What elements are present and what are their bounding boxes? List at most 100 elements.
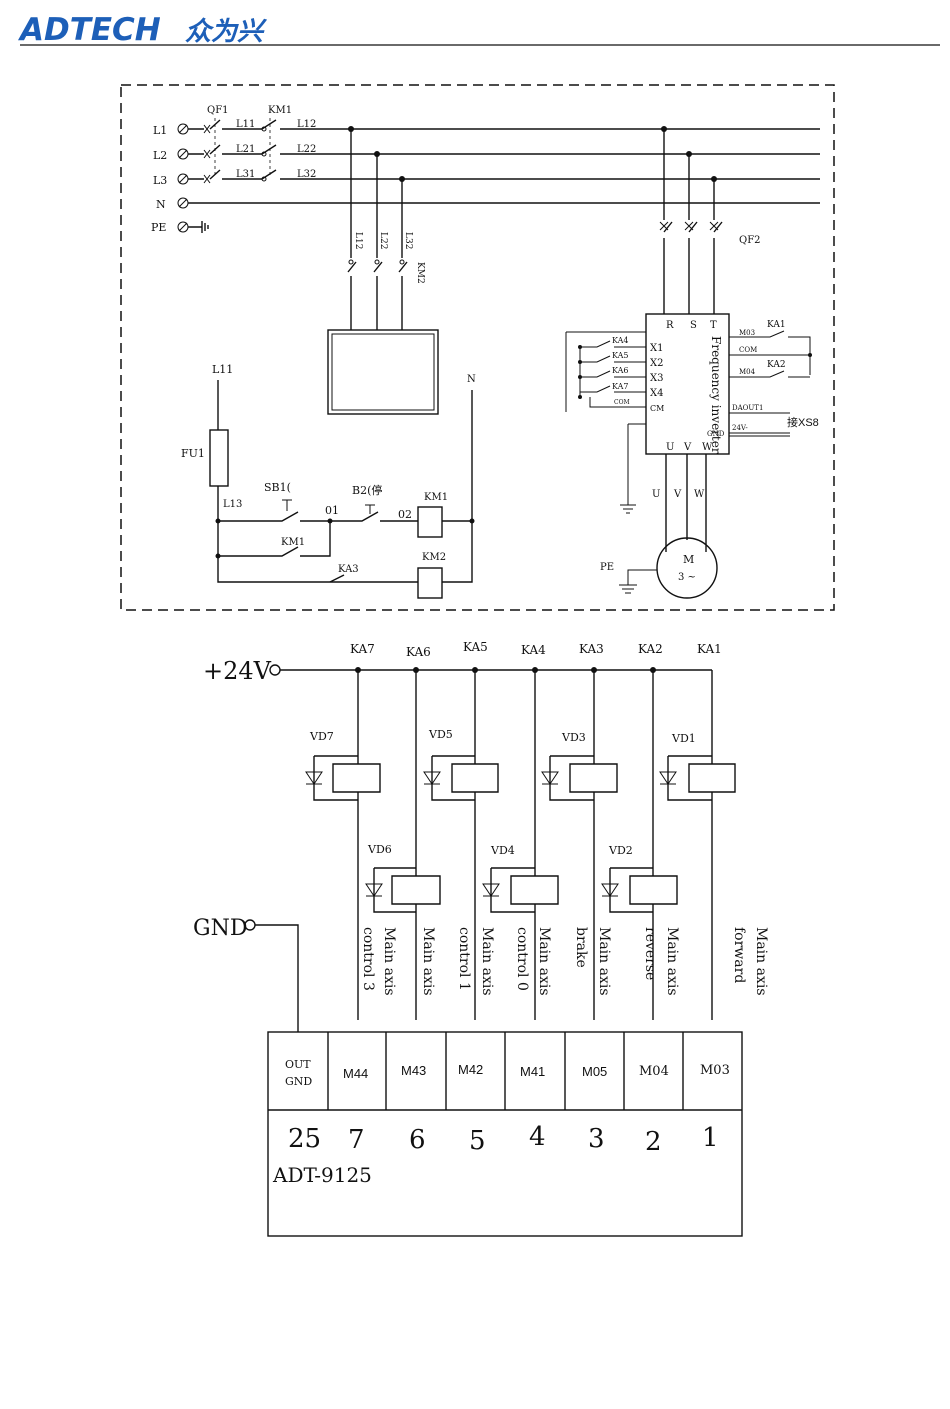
term-m43: M43 xyxy=(401,1063,426,1078)
relay-com-left: COM xyxy=(614,399,630,406)
power-bus: L1 L2 L3 N PE QF1 KM1 xyxy=(151,105,820,234)
inv-r: R xyxy=(666,320,674,331)
ka2-label: KA2 xyxy=(638,642,663,656)
phase-pe: PE xyxy=(151,221,166,234)
term-m44: M44 xyxy=(343,1066,368,1081)
pin-4: 4 xyxy=(529,1122,546,1152)
coil-km1 xyxy=(417,506,443,538)
inv-m03: M03 xyxy=(739,329,755,337)
inv-cm: CM xyxy=(650,404,664,413)
xs8-label: 接XS8 xyxy=(787,416,819,429)
supply-label: +24V xyxy=(203,657,272,685)
pin-1: 1 xyxy=(702,1123,719,1153)
phase-l3: L3 xyxy=(153,174,167,187)
vd1-label: VD1 xyxy=(671,732,696,745)
term-m42: M42 xyxy=(458,1062,483,1077)
qf2-label: QF2 xyxy=(739,235,761,246)
ka4-label: KA4 xyxy=(521,643,546,657)
phase-l2: L2 xyxy=(153,149,167,162)
sig-forward-c: forward xyxy=(731,927,747,983)
relay-ka4: KA4 xyxy=(612,336,629,345)
ctrl-l13: L13 xyxy=(223,499,242,510)
vd6-label: VD6 xyxy=(367,843,392,856)
vd5-label: VD5 xyxy=(428,728,453,741)
term-out: OUT xyxy=(285,1058,311,1071)
inverter-title: Frequency inverter xyxy=(709,336,723,454)
inv-m04: M04 xyxy=(739,368,756,376)
sig-forward-a: Main axis xyxy=(664,927,680,996)
vd3-label: VD3 xyxy=(561,731,586,744)
ctrl-node-02: 02 xyxy=(398,508,412,521)
inv-24v: 24V- xyxy=(732,424,748,432)
vd7-label: VD7 xyxy=(309,730,334,743)
relay-ka2: KA2 xyxy=(767,360,786,370)
v-label-l22: L22 xyxy=(378,232,388,249)
ctrl-km1: KM1 xyxy=(424,492,448,503)
relay-board: +24V GND KA7 KA6 KA5 KA4 KA3 KA2 KA1 VD7… xyxy=(193,640,769,1237)
phase-l1: L1 xyxy=(153,124,167,137)
terminal-icons xyxy=(177,123,189,233)
inv-t: T xyxy=(710,320,717,331)
brand-logo-cn: 众为兴 xyxy=(185,17,268,47)
pin-25: 25 xyxy=(288,1124,321,1154)
inverter-section: QF2 R S T Frequency inverter X1 X2 X3 X4… xyxy=(565,129,819,599)
relay-ka1: KA1 xyxy=(767,320,786,330)
upper-relay-coils: VD7 VD5 VD3 VD1 xyxy=(305,670,736,1020)
pin-7: 7 xyxy=(348,1125,365,1155)
inv-daout1: DAOUT1 xyxy=(732,404,763,412)
inv-w: W xyxy=(702,442,713,453)
sig-reverse-b: reverse xyxy=(642,927,658,980)
motor-pe: PE xyxy=(600,562,614,573)
term-m04: M04 xyxy=(639,1064,669,1079)
vd2-label: VD2 xyxy=(608,844,633,857)
ctrl-sb1: SB1( xyxy=(264,481,291,494)
lower-relay-coils: VD6 VD4 VD2 xyxy=(365,670,678,1020)
inv-x1: X1 xyxy=(650,343,663,354)
km2-power-label: KM2 xyxy=(415,262,425,284)
control-circuit: L11 FU1 L13 SB1( B2(停 01 02 KM1 KM1 N KA… xyxy=(181,363,476,599)
sig-brake-a: Main axis xyxy=(536,927,552,996)
motor-type: 3 ~ xyxy=(678,572,696,583)
ctrl-ka3: KA3 xyxy=(338,564,359,575)
pin-2: 2 xyxy=(645,1127,662,1157)
sig-brake-b: brake xyxy=(573,927,589,968)
ctrl-fu1: FU1 xyxy=(181,447,205,460)
label-l11: L11 xyxy=(236,119,255,130)
pin-3: 3 xyxy=(588,1124,605,1154)
fuse-fu1 xyxy=(209,429,229,487)
km1-label: KM1 xyxy=(268,105,292,116)
term-m41: M41 xyxy=(520,1064,545,1079)
relay-ka6: KA6 xyxy=(612,366,629,375)
sig-reverse-a: Main axis xyxy=(596,927,612,996)
load-box xyxy=(327,329,439,415)
motor-w: W xyxy=(694,489,705,500)
gnd-label: GND xyxy=(193,916,247,941)
signal-labels: control 3 Main axis Main axis control 1 … xyxy=(360,927,769,996)
inv-s: S xyxy=(690,320,697,331)
relay-ka7: KA7 xyxy=(612,382,629,391)
ctrl-km2: KM2 xyxy=(422,552,446,563)
v-label-l32: L32 xyxy=(403,232,413,249)
pin-5: 5 xyxy=(469,1126,486,1156)
inv-x2: X2 xyxy=(650,358,663,369)
sig-control3-a: Main axis xyxy=(381,927,397,996)
model-label: ADT-9125 xyxy=(272,1163,372,1187)
v-label-l12: L12 xyxy=(353,232,363,249)
sig-control1-a: Main axis xyxy=(420,927,436,996)
ctrl-l11: L11 xyxy=(212,363,233,376)
label-l22: L22 xyxy=(297,144,316,155)
label-l32: L32 xyxy=(297,169,316,180)
sig-control3-b: control 3 xyxy=(360,927,376,991)
term-gnd: GND xyxy=(285,1075,312,1088)
brand-logo: ADTECH xyxy=(17,12,161,48)
relay-ka5: KA5 xyxy=(612,351,629,360)
coil-km2 xyxy=(417,567,443,599)
term-m05: M05 xyxy=(582,1064,607,1079)
sig-control1-b: control 1 xyxy=(456,927,472,991)
inv-x4: X4 xyxy=(650,388,663,399)
pin-6: 6 xyxy=(409,1125,426,1155)
inv-x3: X3 xyxy=(650,373,663,384)
ctrl-km1b: KM1 xyxy=(281,537,305,548)
sig-forward-b: Main axis xyxy=(753,927,769,996)
ka5-label: KA5 xyxy=(463,640,488,654)
